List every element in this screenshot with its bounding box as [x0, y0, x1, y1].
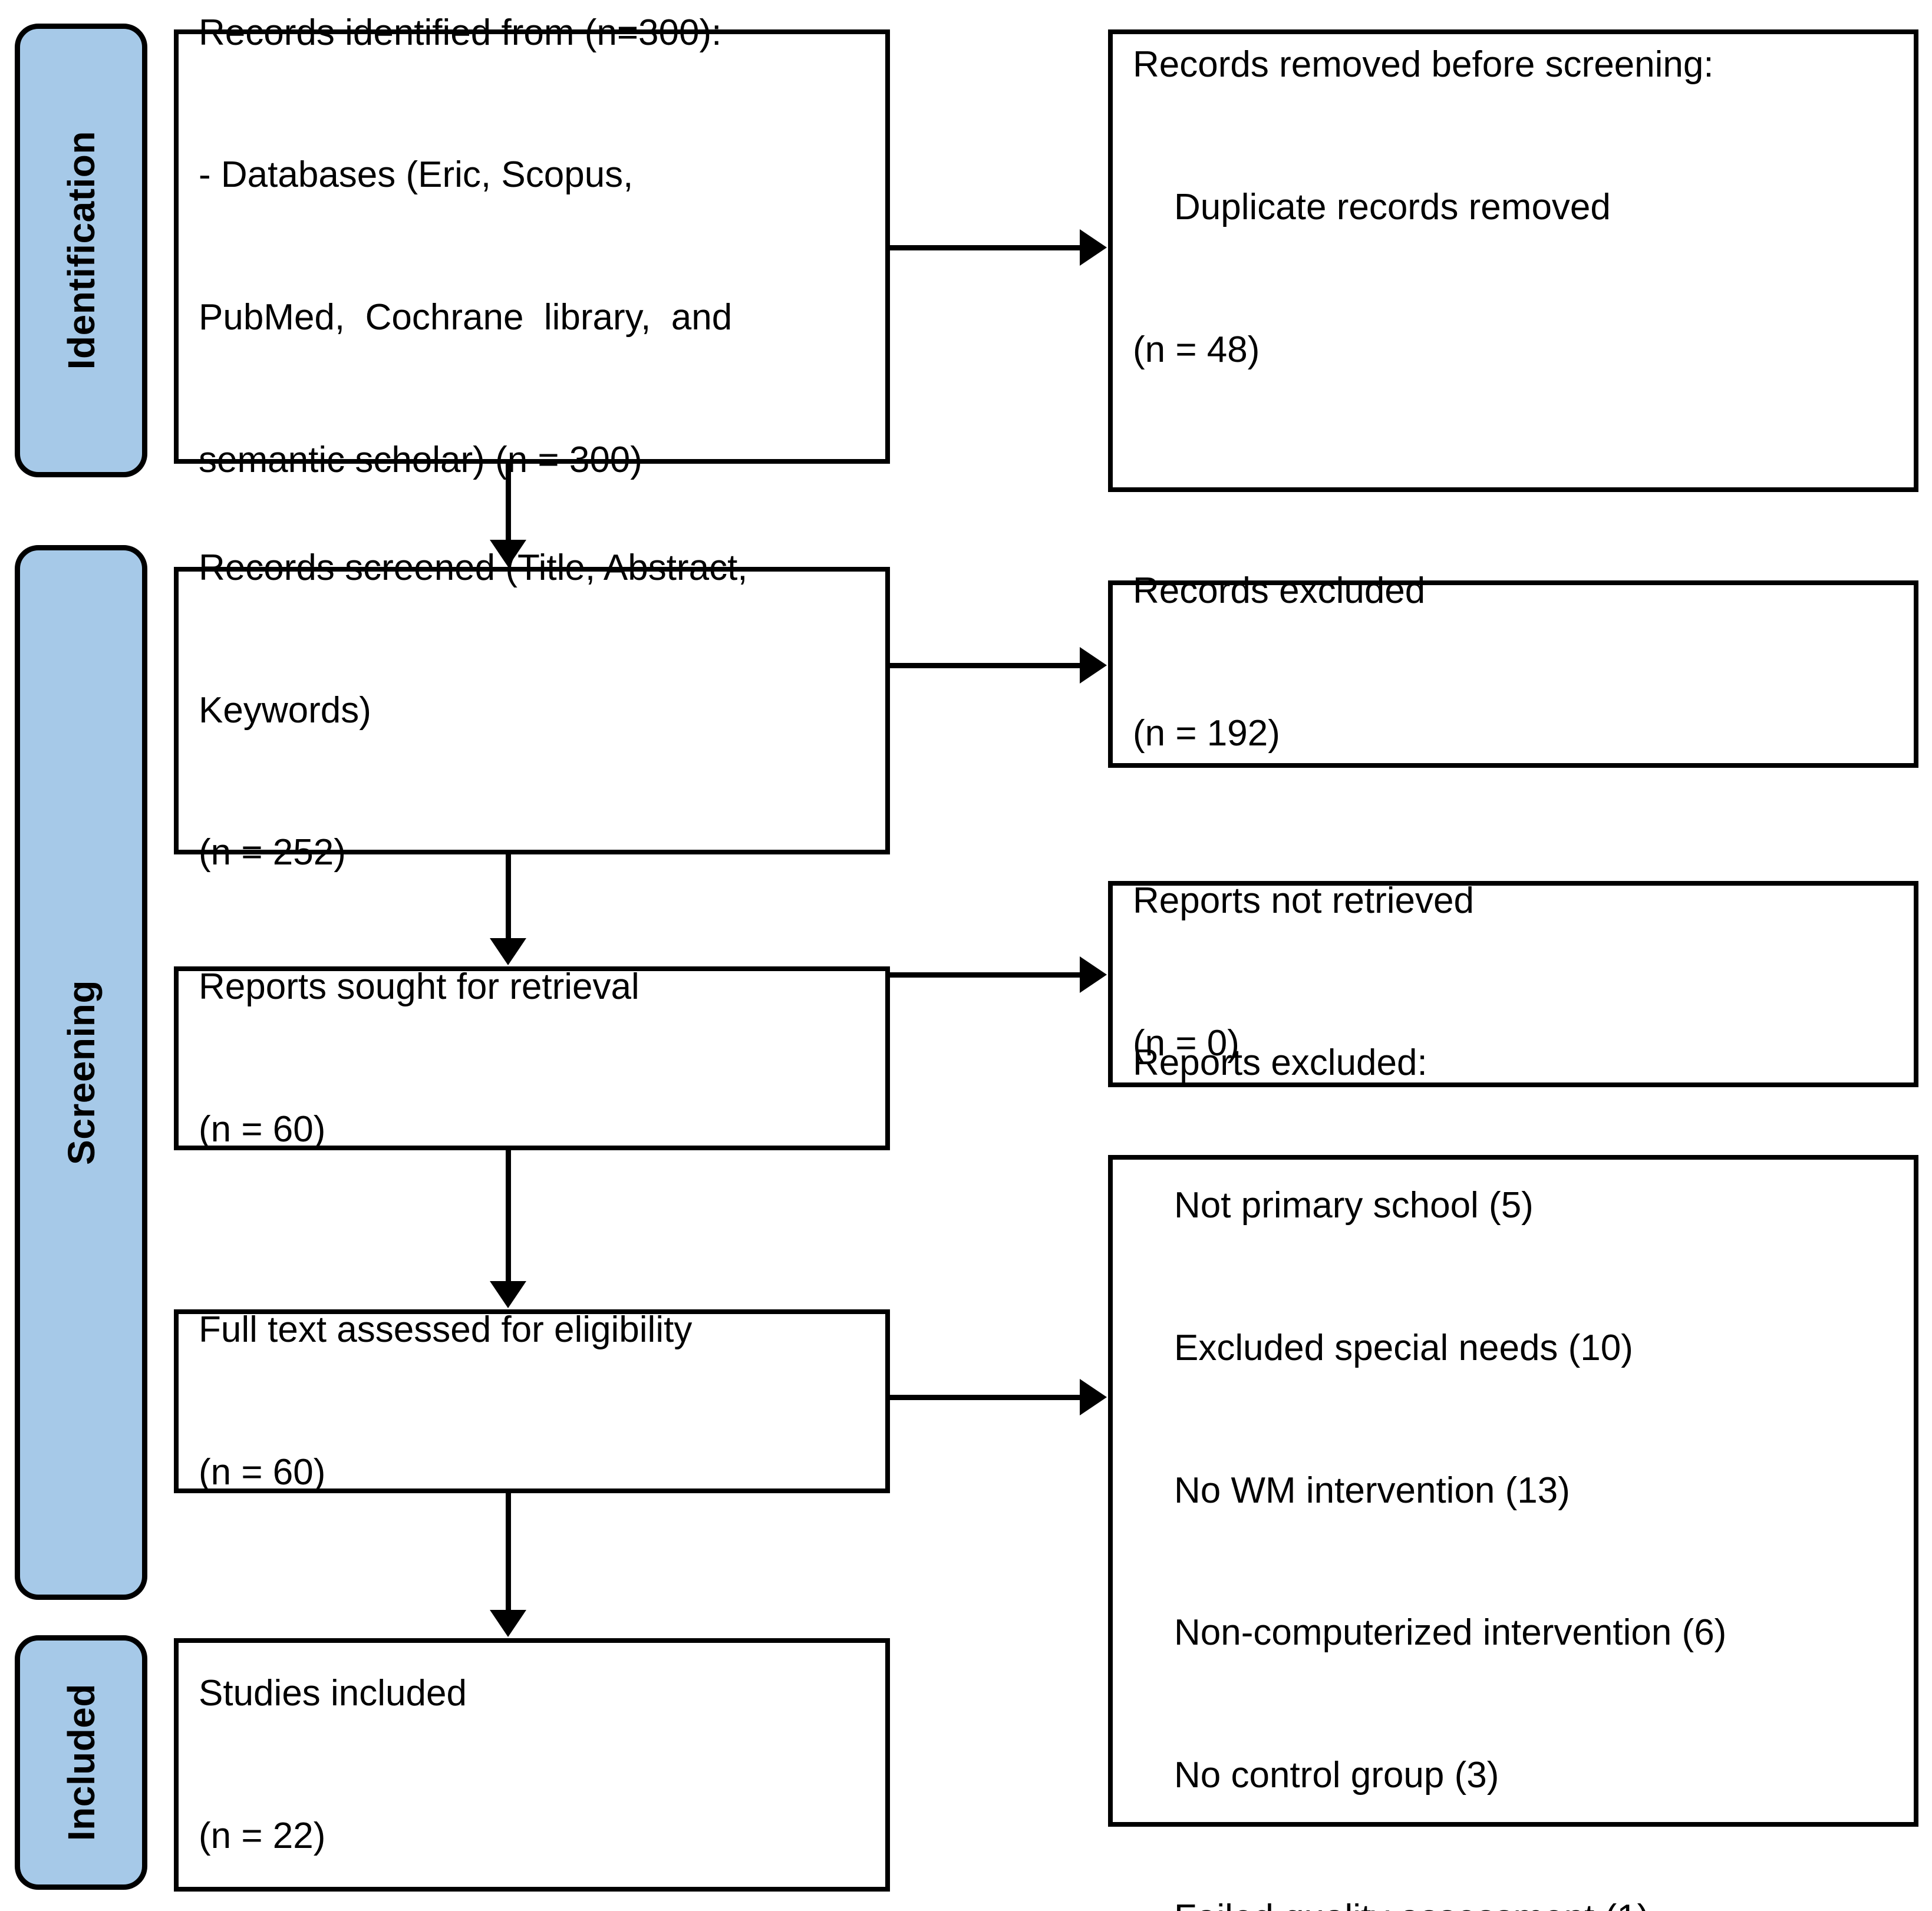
box-records-identified-text: Records identified from (n=300): - Datab…: [179, 0, 885, 579]
box-reports-not-retrieved: Reports not retrieved (n = 0): [1108, 880, 1918, 1087]
phase-included-label: Included: [60, 1684, 103, 1841]
reports-excluded-reason-1: Not primary school (5): [1174, 1185, 1534, 1226]
records-screened-line-3: (n = 252): [199, 832, 346, 873]
reports-excluded-reason-4: Non-computerized intervention (6): [1174, 1612, 1727, 1653]
box-records-screened: Records screened (Title, Abstract, Keywo…: [174, 547, 890, 873]
connector-fulltext-to-included-arrow: [490, 1610, 526, 1637]
connector-screened-to-sought-arrow: [490, 938, 526, 965]
records-removed-line-3: (n = 48): [1133, 329, 1260, 370]
full-text-assessed-line-2: (n = 60): [199, 1451, 326, 1493]
box-records-screened-text: Records screened (Title, Abstract, Keywo…: [179, 450, 885, 972]
box-records-removed-text: Records removed before screening: Duplic…: [1113, 0, 1914, 469]
records-screened-line-1: Records screened (Title, Abstract,: [199, 547, 748, 588]
reports-not-retrieved-line-1: Reports not retrieved: [1133, 880, 1474, 921]
box-studies-included-text: Studies included (n = 22): [179, 1575, 885, 1911]
phase-screening-label: Screening: [60, 980, 103, 1165]
reports-sought-line-2: (n = 60): [199, 1108, 326, 1150]
connector-sought-to-fulltext-line: [506, 1150, 511, 1282]
box-reports-sought-text: Reports sought for retrieval (n = 60): [179, 869, 885, 1249]
phase-identification-label: Identification: [60, 131, 103, 370]
connector-identified-to-removed-arrow: [1080, 229, 1107, 266]
box-records-removed: Records removed before screening: Duplic…: [1108, 29, 1918, 492]
records-identified-line-2: - Databases (Eric, Scopus,: [199, 154, 634, 196]
connector-identified-to-removed-line: [890, 245, 1082, 250]
box-records-excluded: Records excluded (n = 192): [1108, 570, 1918, 768]
phase-screening: Screening: [15, 545, 147, 1600]
connector-screened-to-sought-line: [506, 854, 511, 939]
reports-excluded-reason-6: Failed quality assessment (1): [1133, 1895, 1894, 1911]
box-studies-included: Studies included (n = 22): [174, 1638, 890, 1892]
connector-identified-to-screened-line: [506, 464, 511, 542]
records-identified-line-4: semantic scholar) (n = 300): [199, 439, 642, 480]
connector-screened-to-excluded-arrow: [1080, 647, 1107, 684]
connector-fulltext-to-excluded-line: [890, 1395, 1082, 1400]
box-records-excluded-text: Records excluded (n = 192): [1113, 473, 1914, 853]
phase-included: Included: [15, 1635, 147, 1890]
records-excluded-line-2: (n = 192): [1133, 712, 1280, 754]
box-full-text-assessed-text: Full text assessed for eligibility (n = …: [179, 1212, 885, 1592]
records-identified-line-1: Records identified from (n=300):: [199, 12, 722, 53]
reports-sought-line-1: Reports sought for retrieval: [199, 966, 639, 1007]
reports-excluded-reason-2: Excluded special needs (10): [1174, 1327, 1633, 1368]
records-screened-line-2: Keywords): [199, 689, 371, 731]
connector-fulltext-to-excluded-arrow: [1080, 1379, 1107, 1415]
records-removed-line-1: Records removed before screening:: [1133, 44, 1714, 85]
connector-fulltext-to-included-line: [506, 1493, 511, 1611]
records-identified-line-3: PubMed, Cochrane library, and: [199, 297, 733, 338]
box-reports-sought: Reports sought for retrieval (n = 60): [174, 966, 890, 1150]
records-removed-line-2: Duplicate records removed: [1174, 187, 1611, 228]
reports-excluded-reason-5: No control group (3): [1174, 1755, 1499, 1796]
connector-identified-to-screened-arrow: [490, 540, 526, 567]
studies-included-line-1: Studies included: [199, 1672, 467, 1714]
connector-sought-to-not-retrieved-line: [890, 972, 1082, 978]
records-excluded-line-1: Records excluded: [1133, 570, 1426, 611]
box-records-identified: Records identified from (n=300): - Datab…: [174, 12, 890, 480]
box-full-text-assessed: Full text assessed for eligibility (n = …: [174, 1309, 890, 1493]
phase-identification: Identification: [15, 24, 147, 477]
reports-excluded-reason-3: No WM intervention (13): [1174, 1470, 1570, 1511]
box-reports-excluded-text: Reports excluded: Not primary school (5)…: [1113, 945, 1914, 1911]
connector-sought-to-not-retrieved-arrow: [1080, 956, 1107, 993]
box-reports-excluded: Reports excluded: Not primary school (5)…: [1108, 1042, 1918, 1911]
box-reports-not-retrieved-text: Reports not retrieved (n = 0): [1113, 783, 1914, 1163]
full-text-assessed-line-1: Full text assessed for eligibility: [199, 1309, 693, 1350]
studies-included-line-2: (n = 22): [199, 1815, 326, 1856]
reports-excluded-heading: Reports excluded:: [1133, 1042, 1427, 1084]
connector-screened-to-excluded-line: [890, 663, 1082, 668]
reports-not-retrieved-line-2: (n = 0): [1133, 1022, 1239, 1064]
connector-sought-to-fulltext-arrow: [490, 1281, 526, 1308]
